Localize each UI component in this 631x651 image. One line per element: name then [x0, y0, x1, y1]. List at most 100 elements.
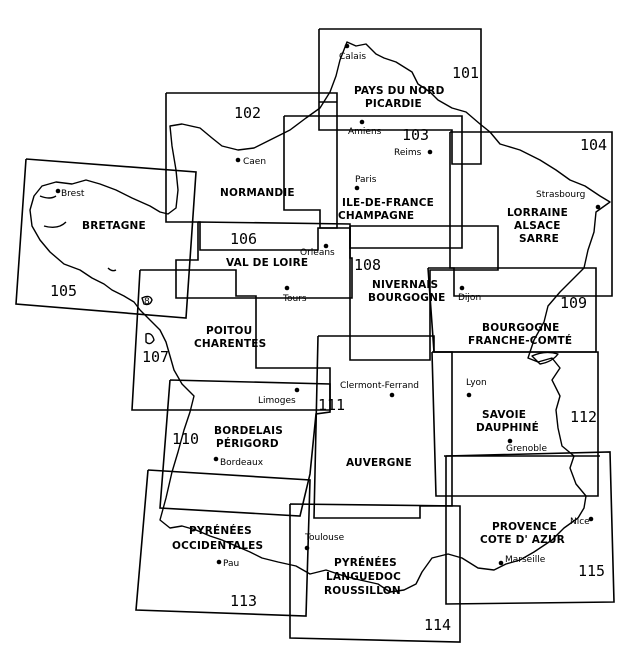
sheet-number-101: 101 — [452, 64, 479, 82]
frame-115 — [445, 451, 615, 605]
sheet-number-104: 104 — [580, 136, 607, 154]
city-dot-lyon — [466, 392, 472, 398]
city-dot-strasbourg — [595, 204, 601, 210]
city-label-grenoble: Grenoble — [506, 444, 547, 454]
city-dot-nice — [588, 516, 594, 522]
region-normandie: NORMANDIE — [220, 187, 295, 199]
frame-114 — [289, 503, 461, 643]
frame-108 — [349, 225, 499, 361]
city-dot-marseille — [498, 560, 504, 566]
city-label-reims: Reims — [394, 148, 422, 158]
city-label-toulouse: Toulouse — [304, 533, 345, 543]
region-cote-dazur: COTE D' AZUR — [480, 534, 565, 546]
region-bourgogne-108: BOURGOGNE — [368, 292, 445, 304]
city-dot-paris — [354, 185, 360, 191]
region-pyrenees-lang: PYRÉNÉES — [334, 556, 397, 569]
city-label-bordeaux: Bordeaux — [220, 458, 264, 468]
region-bordelais: BORDELAIS — [214, 425, 283, 437]
city-label-calais: Calais — [339, 52, 366, 62]
region-poitou: POITOU — [206, 325, 252, 337]
region-languedoc: LANGUEDOC — [326, 571, 401, 583]
region-bourgogne-109: BOURGOGNE — [482, 322, 559, 334]
region-bretagne: BRETAGNE — [82, 220, 146, 232]
region-pays-du-nord: PAYS DU NORD — [354, 85, 445, 97]
city-label-brest: Brest — [61, 189, 85, 199]
region-dauphine: DAUPHINÉ — [476, 421, 539, 434]
frame-107 — [131, 269, 331, 411]
sheet-number-114: 114 — [424, 616, 451, 634]
sheet-number-107: 107 — [142, 348, 169, 366]
city-label-dijon: Dijon — [458, 293, 481, 303]
frame-101 — [318, 28, 482, 165]
city-dot-toulouse — [304, 545, 310, 551]
lake-geneva — [531, 351, 559, 365]
frame-113 — [135, 469, 311, 617]
region-perigord: PÉRIGORD — [216, 437, 279, 450]
ile-oleron — [145, 332, 155, 345]
city-dot-limoges — [294, 387, 300, 393]
island-label: 8 — [144, 297, 150, 307]
frame-102 — [165, 92, 338, 251]
region-val-de-loire: VAL DE LOIRE — [226, 257, 308, 269]
city-label-lyon: Lyon — [466, 378, 487, 388]
sheet-number-115: 115 — [578, 562, 605, 580]
city-label-clermont: Clermont-Ferrand — [340, 381, 419, 391]
city-dot-caen — [235, 157, 241, 163]
city-dot-clermont — [389, 392, 395, 398]
region-nivernais: NIVERNAIS — [372, 279, 438, 291]
sheet-number-106: 106 — [230, 230, 257, 248]
city-label-caen: Caen — [243, 157, 266, 167]
city-label-paris: Paris — [355, 175, 377, 185]
frame-105 — [15, 158, 197, 319]
sheet-number-111: 111 — [318, 396, 345, 414]
city-dot-amiens — [359, 119, 365, 125]
city-label-limoges: Limoges — [258, 396, 296, 406]
sheet-number-109: 109 — [560, 294, 587, 312]
city-label-amiens: Amiens — [348, 127, 382, 137]
sheet-number-110: 110 — [172, 430, 199, 448]
frame-112 — [431, 351, 599, 497]
city-dot-calais — [344, 43, 350, 49]
city-dot-reims — [427, 149, 433, 155]
sheet-number-105: 105 — [50, 282, 77, 300]
sheet-number-103: 103 — [402, 126, 429, 144]
region-franche-comte: FRANCHE-COMTÉ — [468, 334, 572, 347]
city-dot-grenoble — [507, 438, 513, 444]
city-dot-bordeaux — [213, 456, 219, 462]
brittany-coast-detail — [39, 195, 117, 272]
region-champagne: CHAMPAGNE — [338, 210, 414, 222]
frame-110 — [159, 379, 331, 517]
region-alsace: ALSACE — [514, 220, 561, 232]
city-label-marseille: Marseille — [505, 555, 546, 565]
region-roussillon: ROUSSILLON — [324, 585, 401, 597]
city-dot-tours — [284, 285, 290, 291]
region-pyrenees-occ: PYRÉNÉES — [189, 524, 252, 537]
region-savoie: SAVOIE — [482, 409, 526, 421]
city-label-nice: Nice — [570, 517, 590, 527]
sheet-number-108: 108 — [354, 256, 381, 274]
region-occidentales: OCCIDENTALES — [172, 540, 263, 552]
frame-111 — [313, 335, 453, 519]
city-label-tours: Tours — [282, 294, 307, 304]
region-lorraine: LORRAINE — [507, 207, 568, 219]
city-label-orleans: Orleans — [300, 248, 335, 258]
france-outline — [29, 41, 611, 593]
region-auvergne: AUVERGNE — [346, 457, 412, 469]
sheet-number-102: 102 — [234, 104, 261, 122]
region-charentes: CHARENTES — [194, 338, 266, 350]
city-dot-brest — [55, 188, 61, 194]
region-sarre: SARRE — [519, 233, 559, 245]
sheet-number-112: 112 — [570, 408, 597, 426]
city-label-strasbourg: Strasbourg — [536, 190, 585, 200]
sheet-number-113: 113 — [230, 592, 257, 610]
region-ile-de-france: ILE-DE-FRANCE — [342, 197, 434, 209]
ile-de-re — [141, 295, 153, 306]
city-label-pau: Pau — [223, 559, 239, 569]
city-dot-pau — [216, 559, 222, 565]
city-dot-orleans — [323, 243, 329, 249]
region-provence: PROVENCE — [492, 521, 557, 533]
region-picardie: PICARDIE — [365, 98, 422, 110]
city-dot-dijon — [459, 285, 465, 291]
